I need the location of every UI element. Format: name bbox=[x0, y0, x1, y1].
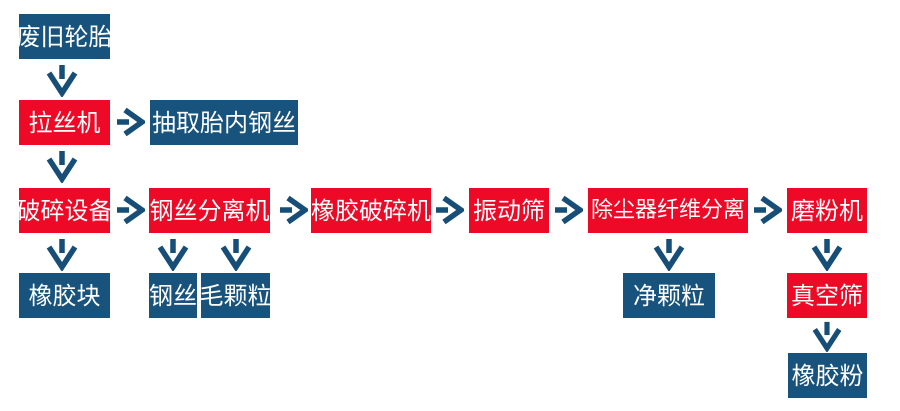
arrow-down-icon bbox=[46, 239, 78, 271]
node-clean-granules: 净颗粒 bbox=[623, 273, 715, 318]
node-wire-drawing-machine: 拉丝机 bbox=[19, 100, 110, 145]
node-coarse-granules: 毛颗粒 bbox=[200, 273, 272, 318]
arrow-down-icon bbox=[653, 239, 685, 271]
node-grinding-machine: 磨粉机 bbox=[787, 188, 867, 233]
node-vibrating-screen: 振动筛 bbox=[469, 188, 549, 233]
node-steel-wire: 钢丝 bbox=[149, 273, 197, 318]
arrow-right-icon bbox=[754, 195, 782, 225]
arrow-down-icon bbox=[46, 151, 78, 183]
node-waste-tires: 废旧轮胎 bbox=[17, 14, 113, 59]
arrow-down-icon bbox=[220, 239, 252, 271]
node-dust-collector-fiber-separation: 除尘器纤维分离 bbox=[588, 188, 748, 233]
arrow-right-icon bbox=[117, 195, 145, 225]
arrow-down-icon bbox=[812, 321, 842, 352]
node-rubber-crusher: 橡胶破碎机 bbox=[311, 188, 431, 233]
node-extract-tire-steel-wire: 抽取胎内钢丝 bbox=[150, 100, 298, 145]
node-rubber-powder: 橡胶粉 bbox=[788, 353, 867, 398]
arrow-down-icon bbox=[811, 239, 843, 271]
node-steel-wire-separator: 钢丝分离机 bbox=[149, 188, 270, 233]
arrow-down-icon bbox=[157, 239, 189, 271]
arrow-right-icon bbox=[436, 195, 464, 225]
arrow-right-icon bbox=[117, 107, 145, 137]
node-rubber-blocks: 橡胶块 bbox=[19, 273, 110, 318]
arrow-down-icon bbox=[46, 65, 78, 97]
arrow-right-icon bbox=[555, 195, 583, 225]
node-crushing-equipment: 破碎设备 bbox=[17, 188, 113, 233]
arrow-right-icon bbox=[280, 195, 308, 225]
node-vacuum-screen: 真空筛 bbox=[787, 273, 867, 318]
